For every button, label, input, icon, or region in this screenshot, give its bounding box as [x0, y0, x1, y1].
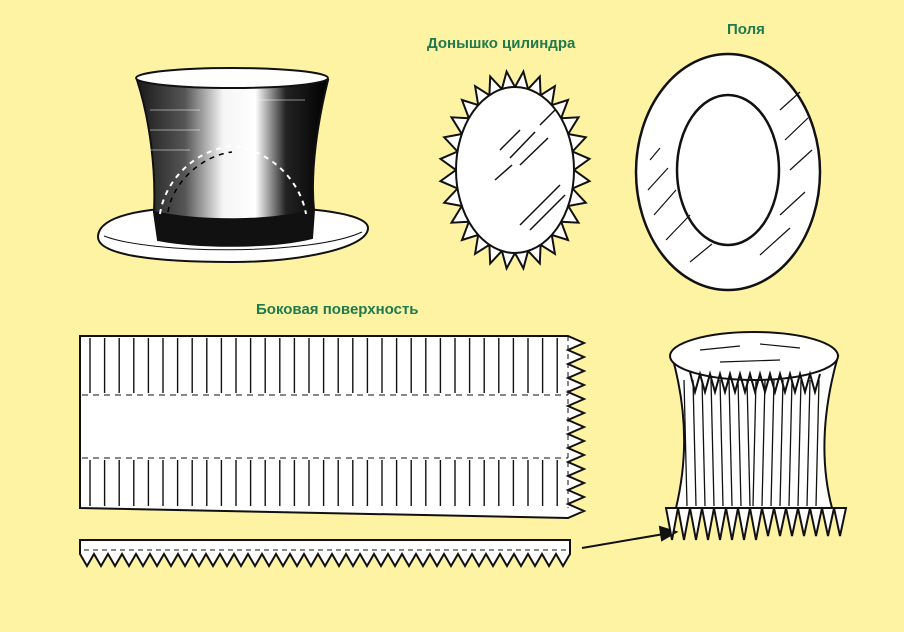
cylinder-bottom-drawing: [438, 68, 592, 272]
label-brim: Поля: [727, 21, 765, 38]
toothed-band-drawing: [79, 539, 571, 568]
assembly-arrow: [581, 525, 679, 549]
top-hat-drawing: [96, 67, 370, 264]
side-surface-drawing: [79, 335, 587, 520]
label-side-surface: Боковая поверхность: [256, 301, 419, 318]
label-cylinder-bottom: Донышко цилиндра: [427, 35, 576, 52]
assembled-cylinder-drawing: [664, 331, 848, 541]
brim-drawing: [634, 52, 822, 292]
